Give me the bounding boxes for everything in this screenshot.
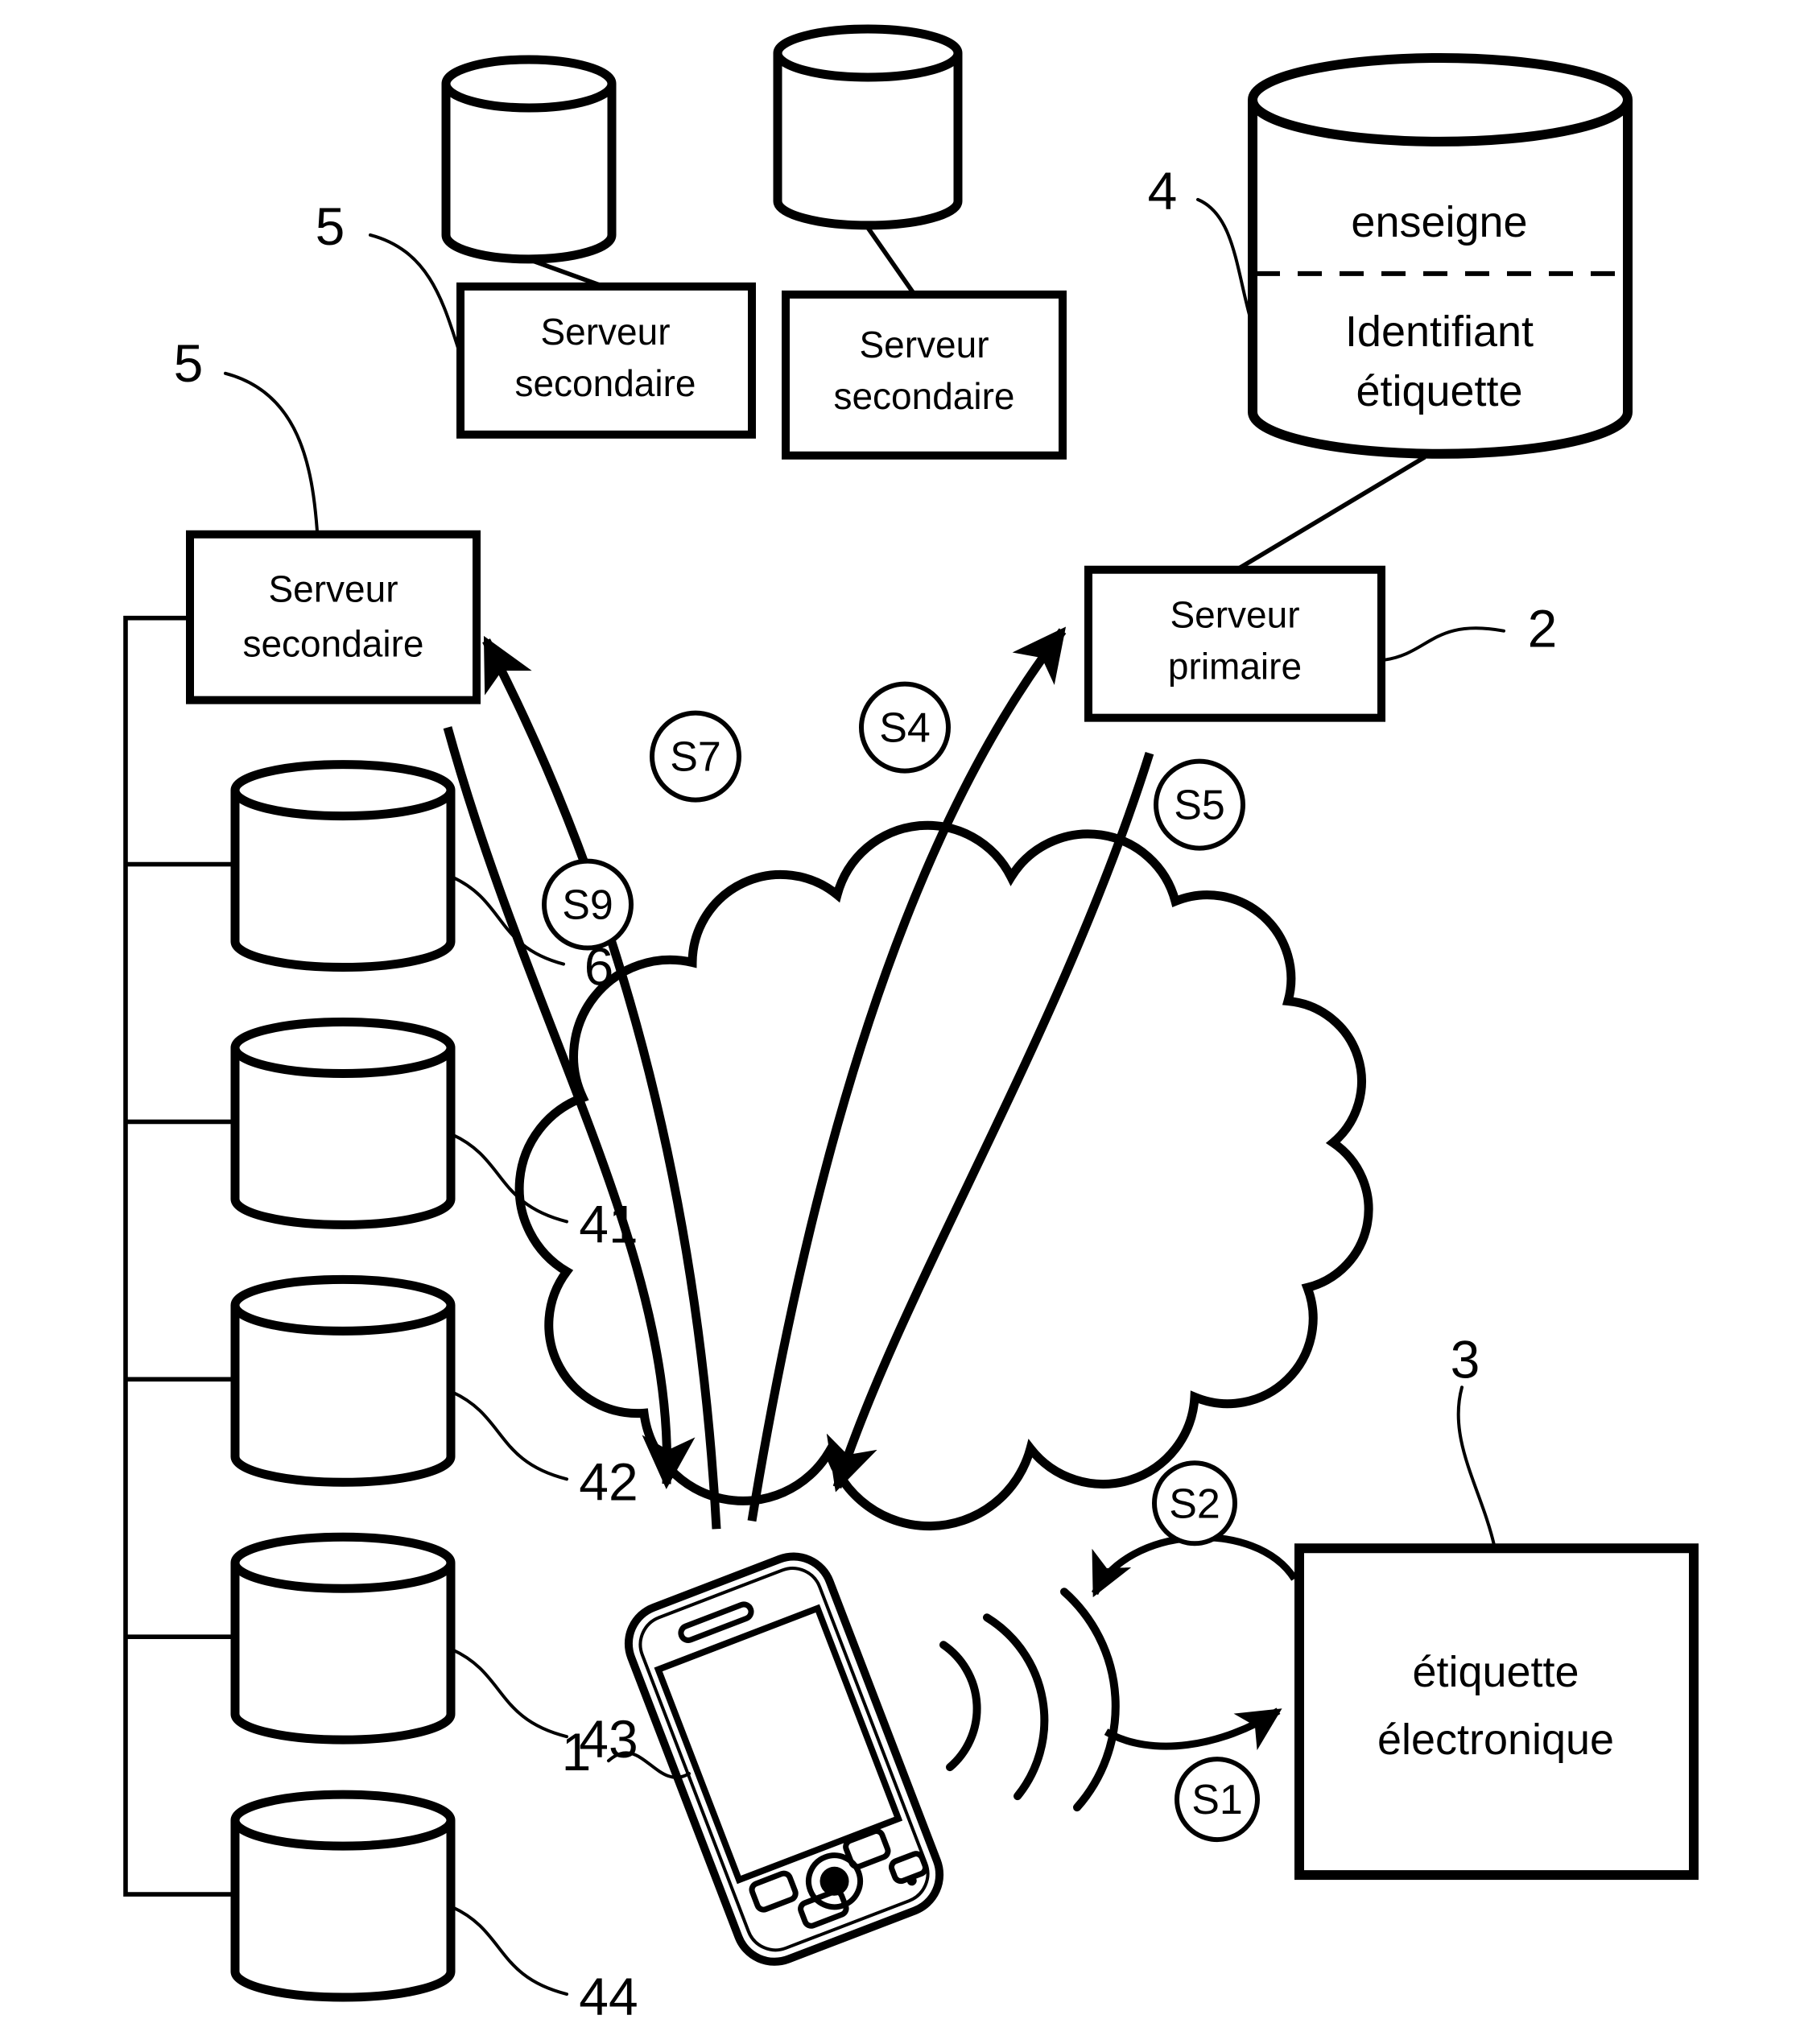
db-cylinder-42: [235, 1279, 451, 1482]
primary-server-label-line1: Serveur: [1170, 594, 1299, 636]
secondary-server-label-line2: secondaire: [242, 623, 423, 665]
secondary-db-cylinder-2: [778, 29, 958, 225]
secondary-server-box-top-1: Serveur secondaire: [460, 287, 752, 435]
secondary-server-label-line1: Serveur: [540, 311, 670, 353]
ref-num-3: 3: [1451, 1329, 1480, 1389]
secondary-server-label-line2: secondaire: [833, 375, 1014, 417]
ref-num-42: 42: [579, 1451, 638, 1511]
svg-text:S2: S2: [1169, 1480, 1220, 1527]
secondary-db-cylinder-1: [446, 60, 612, 259]
db-field-identifiant: Identifiant: [1345, 308, 1534, 356]
signal-badge-s4: S4: [861, 684, 948, 771]
svg-text:S4: S4: [879, 705, 931, 752]
primary-server-box: Serveur primaire: [1088, 570, 1381, 718]
svg-text:S9: S9: [562, 882, 613, 929]
connector-cyl2-box2: [866, 225, 914, 295]
svg-text:S7: S7: [670, 734, 721, 781]
secondary-server-label-line1: Serveur: [859, 324, 989, 365]
network-cloud-icon: [519, 825, 1369, 1526]
db-field-etiquette: étiquette: [1356, 367, 1522, 415]
ref-num-2: 2: [1528, 599, 1558, 659]
db-field-enseigne: enseigne: [1351, 198, 1527, 246]
signal-badge-s5: S5: [1156, 762, 1243, 849]
connector-cyl1-box1: [528, 259, 604, 287]
primary-database-cylinder: enseigne Identifiant étiquette: [1253, 58, 1628, 454]
db-cylinder-43: [235, 1537, 451, 1740]
ref-num-43: 43: [579, 1709, 638, 1769]
connector-db4-primary: [1236, 457, 1425, 570]
wireless-waves-icon: [943, 1592, 1116, 1807]
signal-badge-s9: S9: [544, 861, 631, 948]
ref-num-44: 44: [579, 1967, 638, 2026]
secondary-server-label-line2: secondaire: [514, 362, 696, 404]
ref-num-4: 4: [1148, 161, 1178, 221]
signal-badge-s2: S2: [1154, 1463, 1235, 1543]
svg-text:S1: S1: [1191, 1777, 1243, 1823]
ref-num-41: 41: [579, 1194, 638, 1253]
ref-num-5-top: 5: [316, 196, 345, 256]
signal-arrow-s1: [1106, 1711, 1278, 1746]
signal-badge-s7: S7: [652, 713, 739, 800]
electronic-tag-label-line1: étiquette: [1412, 1648, 1579, 1696]
secondary-network-bus: [126, 618, 235, 1894]
db-cylinder-44: [235, 1794, 451, 1997]
ref-num-5-left: 5: [174, 333, 204, 393]
db-cylinder-41: [235, 1022, 451, 1225]
secondary-server-label-line1: Serveur: [268, 568, 398, 610]
electronic-tag-box: étiquette électronique: [1299, 1548, 1694, 1875]
secondary-server-box-left: Serveur secondaire: [190, 535, 477, 700]
svg-text:S5: S5: [1174, 783, 1225, 829]
electronic-tag-label-line2: électronique: [1377, 1716, 1614, 1764]
secondary-server-box-top-2: Serveur secondaire: [786, 295, 1063, 456]
db-cylinder-6: [235, 765, 451, 968]
signal-badge-s1: S1: [1177, 1759, 1257, 1840]
primary-server-label-line2: primaire: [1168, 646, 1302, 688]
smartphone: [617, 1545, 951, 1972]
ref-num-6: 6: [584, 937, 614, 997]
